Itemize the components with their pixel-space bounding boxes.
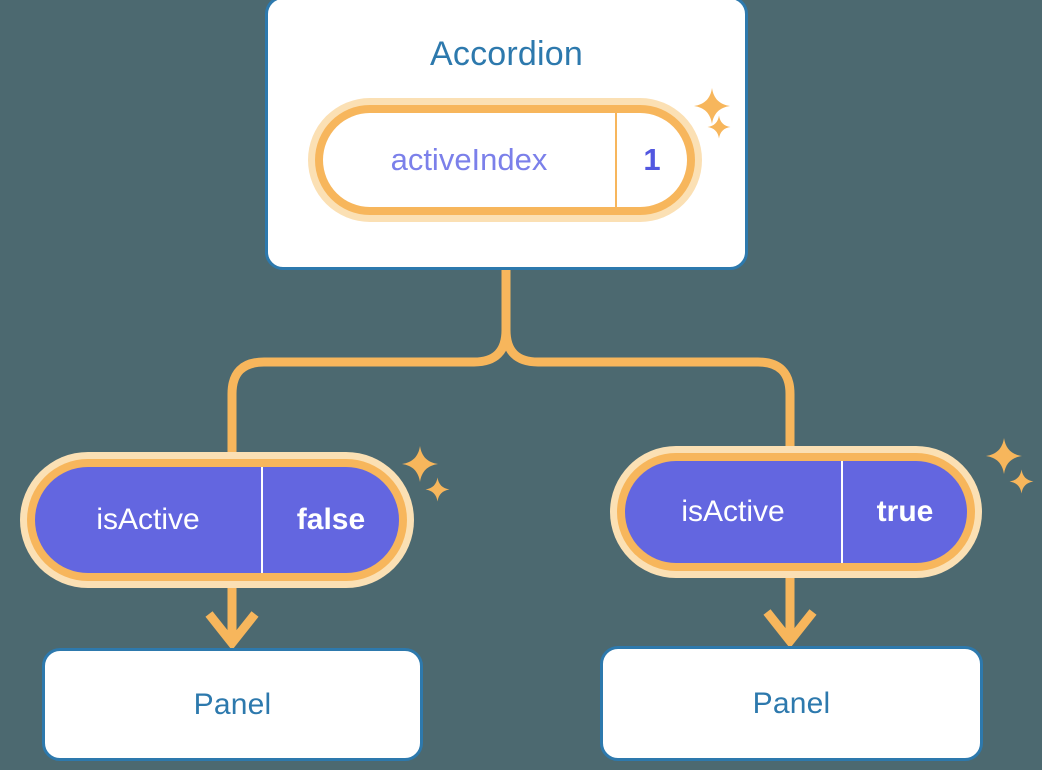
pill-key-label: activeIndex xyxy=(390,142,548,177)
prop-pill-isactive-false[interactable]: isActive false xyxy=(20,452,414,588)
panel-title: Panel xyxy=(193,687,272,721)
pill-key-label: isActive xyxy=(96,503,200,536)
pill-divider xyxy=(261,467,263,573)
sparkle-icon-root-small xyxy=(706,114,732,140)
sparkle-icon-root-large xyxy=(692,86,732,126)
sparkle-icon-left-small xyxy=(424,476,451,503)
pill-value-label: true xyxy=(876,495,934,528)
pill-divider xyxy=(615,113,617,207)
page-title: Accordion xyxy=(430,35,583,73)
sparkle-icon-right-large xyxy=(984,436,1024,476)
sparkle-icon-right-small xyxy=(1008,468,1035,495)
sparkle-icon-left-large xyxy=(400,444,440,484)
pill-value-label: false xyxy=(296,503,366,536)
component-card-panel-right[interactable]: Panel xyxy=(600,646,983,761)
panel-title: Panel xyxy=(752,686,831,720)
pill-body: isActive true xyxy=(625,461,967,563)
pill-value-label: 1 xyxy=(643,142,661,177)
pill-body: isActive false xyxy=(35,467,399,573)
pill-body: activeIndex 1 xyxy=(323,113,687,207)
prop-pill-isactive-true[interactable]: isActive true xyxy=(610,446,982,578)
arrowhead-right xyxy=(763,609,817,649)
pill-divider xyxy=(841,461,843,563)
state-pill-activeindex[interactable]: activeIndex 1 xyxy=(308,98,702,222)
connector-fork-to-left-pill xyxy=(227,329,511,458)
connector-fork-to-right-pill xyxy=(501,329,795,458)
component-card-panel-left[interactable]: Panel xyxy=(42,648,423,761)
pill-key-label: isActive xyxy=(681,495,785,528)
arrowhead-left xyxy=(205,611,259,651)
